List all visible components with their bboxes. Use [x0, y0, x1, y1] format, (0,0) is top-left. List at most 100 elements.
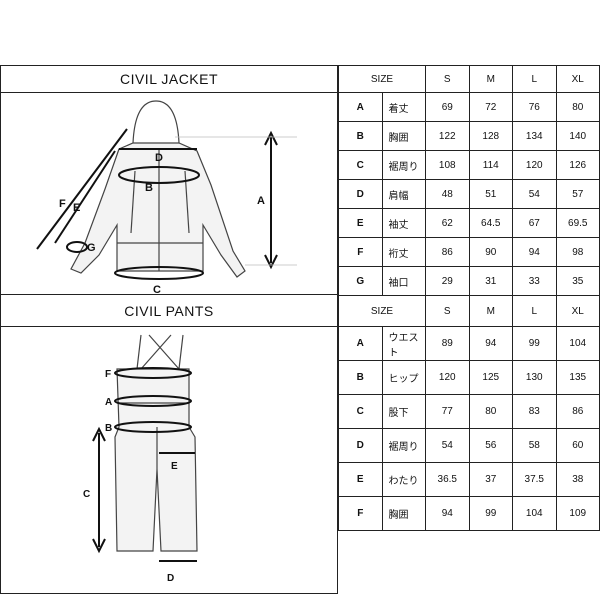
cell: 86 [425, 237, 470, 267]
jacket-header-m: M [468, 65, 513, 93]
row-key: C [338, 150, 383, 180]
pants-header-m: M [468, 295, 513, 327]
row-key: A [338, 92, 383, 122]
label-b: B [105, 423, 112, 434]
pants-size-table: SIZE S M L XL A ウエスト 89 94 99 104 B ヒップ … [338, 295, 600, 531]
row-name: ウエスト [381, 326, 426, 361]
cell: 37 [468, 462, 513, 497]
cell: 104 [512, 496, 557, 531]
cell: 125 [468, 360, 513, 395]
cell: 120 [512, 150, 557, 180]
table-row: E わたり 36.5 37 37.5 38 [338, 462, 600, 497]
jacket-header-size: SIZE [338, 65, 426, 93]
cell: 31 [468, 266, 513, 296]
pants-body [114, 368, 198, 552]
measure-g-ring [66, 241, 88, 253]
label-b: B [145, 182, 153, 194]
cell: 90 [468, 237, 513, 267]
cell: 126 [555, 150, 600, 180]
table-row: B 胸囲 122 128 134 140 [338, 121, 600, 151]
row-key: E [338, 462, 383, 497]
table-row: C 裾周り 108 114 120 126 [338, 150, 600, 180]
jacket-header-xl: XL [555, 65, 600, 93]
measure-e-line [54, 150, 116, 244]
pants-header-xl: XL [555, 295, 600, 327]
row-name: 裾周り [381, 150, 426, 180]
label-c: C [83, 489, 90, 500]
cell: 99 [512, 326, 557, 361]
cell: 99 [468, 496, 513, 531]
row-key: D [338, 179, 383, 209]
label-e: E [171, 461, 178, 472]
label-d: D [155, 152, 163, 164]
pants-header-s: S [425, 295, 470, 327]
cell: 29 [425, 266, 470, 296]
cell: 64.5 [468, 208, 513, 238]
cell: 35 [555, 266, 600, 296]
measure-b-ring [118, 166, 200, 184]
row-name: 着丈 [381, 92, 426, 122]
row-name: 胸囲 [381, 496, 426, 531]
row-key: E [338, 208, 383, 238]
pants-suspenders [136, 334, 184, 370]
cell: 94 [425, 496, 470, 531]
row-name: 肩幅 [381, 179, 426, 209]
cell: 36.5 [425, 462, 470, 497]
cell: 54 [425, 428, 470, 463]
table-row: A ウエスト 89 94 99 104 [338, 326, 600, 361]
table-row: D 裾周り 54 56 58 60 [338, 428, 600, 463]
cell: 57 [555, 179, 600, 209]
row-name: 袖口 [381, 266, 426, 296]
table-row: B ヒップ 120 125 130 135 [338, 360, 600, 395]
cell: 104 [555, 326, 600, 361]
cell: 72 [468, 92, 513, 122]
row-name: 裾周り [381, 428, 426, 463]
row-name: 股下 [381, 394, 426, 429]
row-key: D [338, 428, 383, 463]
cell: 69.5 [555, 208, 600, 238]
measure-f-line [36, 128, 128, 250]
pants-diagram-panel: CIVIL PANTS [0, 295, 338, 594]
measure-a-ring [114, 395, 192, 407]
cell: 114 [468, 150, 513, 180]
row-key: B [338, 360, 383, 395]
cell: 122 [425, 121, 470, 151]
cell: 94 [512, 237, 557, 267]
row-key: A [338, 326, 383, 361]
row-name: 胸囲 [381, 121, 426, 151]
cell: 89 [425, 326, 470, 361]
pants-header-row: SIZE S M L XL [338, 295, 600, 327]
jacket-diagram-panel: CIVIL JACKET [0, 65, 338, 295]
pants-header-l: L [512, 295, 557, 327]
table-row: E 袖丈 62 64.5 67 69.5 [338, 208, 600, 238]
row-key: G [338, 266, 383, 296]
cell: 77 [425, 394, 470, 429]
table-row: C 股下 77 80 83 86 [338, 394, 600, 429]
cell: 140 [555, 121, 600, 151]
table-row: F 胸囲 94 99 104 109 [338, 496, 600, 531]
label-a: A [105, 397, 112, 408]
pants-illustration: F A B C E D [83, 334, 198, 584]
jacket-size-table: SIZE S M L XL A 着丈 69 72 76 80 B 胸囲 122 … [338, 65, 600, 296]
cell: 69 [425, 92, 470, 122]
jacket-title: CIVIL JACKET [1, 66, 337, 93]
cell: 108 [425, 150, 470, 180]
cell: 94 [468, 326, 513, 361]
cell: 67 [512, 208, 557, 238]
row-key: B [338, 121, 383, 151]
measure-b-ring [114, 421, 192, 433]
row-name: わたり [381, 462, 426, 497]
label-g: G [87, 242, 96, 254]
measure-f-ring [114, 367, 192, 379]
cell: 60 [555, 428, 600, 463]
table-row: D 肩幅 48 51 54 57 [338, 179, 600, 209]
cell: 98 [555, 237, 600, 267]
pants-title: CIVIL PANTS [1, 295, 337, 327]
cell: 109 [555, 496, 600, 531]
cell: 37.5 [512, 462, 557, 497]
cell: 76 [512, 92, 557, 122]
size-chart-sheet: CIVIL JACKET [0, 65, 600, 594]
cell: 54 [512, 179, 557, 209]
cell: 134 [512, 121, 557, 151]
row-name: 裄丈 [381, 237, 426, 267]
